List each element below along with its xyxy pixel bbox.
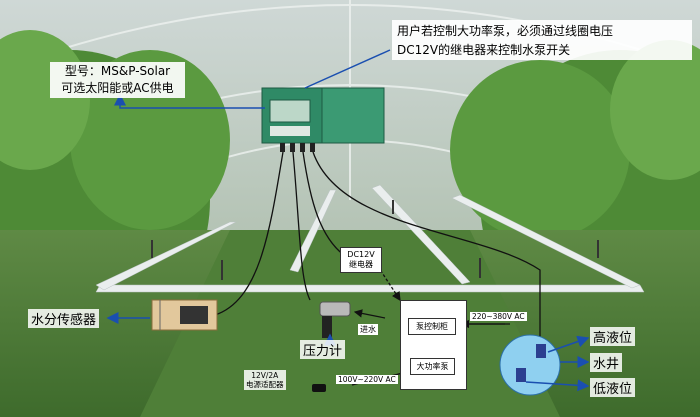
controller-unit [261,87,385,152]
callout-arrows [106,49,590,392]
high-level-label: 高液位 [590,327,636,346]
water-in-label: 进水 [358,324,378,335]
relay-label-line2: 继电器 [349,260,373,269]
controller-keypad [270,126,310,136]
controller-display [269,99,311,123]
pump-cabinet-box: 泵控制柜 [408,318,456,335]
model-note-line2: 可选太阳能或AC供电 [61,81,174,95]
water-in-arrow [353,309,386,319]
model-note-line1: 型号：MS&P-Solar [64,64,171,78]
model-note: 型号：MS&P-Solar 可选太阳能或AC供电 [50,62,185,98]
sprinklers [151,200,599,280]
adapter-plug [312,384,326,392]
adapter-label-line2: 电源适配器 [246,380,284,389]
pressure-gauge-device [319,301,351,338]
irrigation-pipes [95,184,645,293]
high-power-pump-box: 大功率泵 [410,358,455,375]
top-note: 用户若控制大功率泵，必须通过线圈电压 DC12V的继电器来控制水泵开关 [392,20,692,60]
adapter-label-line1: 12V/2A [251,371,279,380]
pressure-gauge-label: 压力计 [300,340,346,359]
pump-cabinet-frame [400,300,467,390]
moisture-sensor-device [151,299,218,331]
adapter-label: 12V/2A 电源适配器 [244,370,286,390]
low-level-label: 低液位 [590,378,636,397]
relay-label-line1: DC12V [347,250,375,259]
top-note-line1: 用户若控制大功率泵，必须通过线圈电压 [397,24,614,38]
ac-220-380-label: 220~380V AC [470,312,527,321]
moisture-sensor-label: 水分传感器 [28,309,100,328]
top-note-line2: DC12V的继电器来控制水泵开关 [397,43,571,57]
well-diagram [499,334,561,396]
ac-100-220-label: 100V~220V AC [336,375,398,384]
relay-label: DC12V 继电器 [340,247,382,273]
well-label: 水井 [590,353,623,372]
